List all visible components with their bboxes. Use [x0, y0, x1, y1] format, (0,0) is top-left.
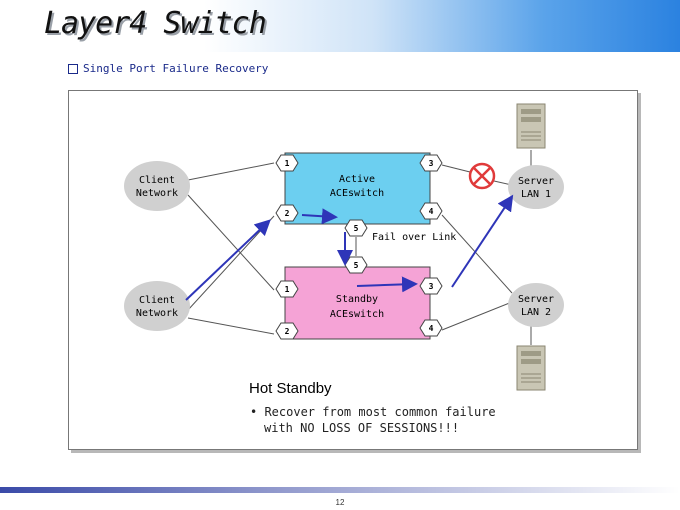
server-tower-icon: [516, 103, 546, 149]
standby-switch-label-line1: Standby: [336, 294, 378, 305]
port-standby-3: 3: [419, 277, 443, 295]
link-client2-active2: [187, 215, 275, 311]
link-client1-active1: [187, 162, 275, 181]
link-active4-server2: [441, 214, 513, 294]
subtitle: Single Port Failure Recovery: [68, 62, 268, 75]
port-standby-2: 2: [275, 322, 299, 340]
arrow-standby-to-port3: [356, 276, 418, 293]
footer-band: [0, 487, 680, 493]
header-band: [0, 0, 680, 52]
active-switch-box: [284, 152, 431, 225]
port-active-2-label: 2: [285, 209, 290, 218]
port-active-1: 1: [275, 154, 299, 172]
slide-title: Layer4 Switch: [44, 6, 267, 41]
port-active-3-label: 3: [429, 159, 434, 168]
client2-label-line2: Network: [136, 308, 178, 319]
port-standby-1-label: 1: [285, 285, 290, 294]
client-network-1: [124, 161, 190, 211]
arrow-port3-to-server1: [451, 194, 514, 288]
arrow-client-to-active: [185, 219, 271, 301]
port-standby-4: 4: [419, 319, 443, 337]
port-active-1-label: 1: [285, 159, 290, 168]
traffic-arrows: [185, 194, 514, 301]
note-bullet-line1: • Recover from most common failure: [250, 405, 496, 419]
link-client1-standby1: [187, 194, 275, 291]
note-title: Hot Standby: [249, 380, 332, 397]
checkbox-bullet-icon: [68, 63, 78, 74]
server-lan-1: [508, 165, 564, 209]
active-switch-label-line1: Active: [339, 174, 375, 185]
standby-switch-label-line2: ACEswitch: [330, 309, 384, 320]
port-active-4: 4: [419, 202, 443, 220]
port-standby-3-label: 3: [429, 282, 434, 291]
port-active-2: 2: [275, 204, 299, 222]
server1-label-line1: Server: [518, 176, 554, 187]
port-standby-5: 5: [344, 256, 368, 274]
port-standby-4-label: 4: [429, 324, 434, 333]
link-failure-icon: [468, 162, 496, 190]
port-active-3: 3: [419, 154, 443, 172]
link-standby4-server2: [441, 301, 513, 331]
client1-label-line2: Network: [136, 188, 178, 199]
server2-label-line1: Server: [518, 294, 554, 305]
client2-label-line1: Client: [139, 295, 175, 306]
server1-label-line2: LAN 1: [521, 189, 551, 200]
active-switch-label-line2: ACEswitch: [330, 188, 384, 199]
port-active-5-label: 5: [354, 224, 359, 233]
arrow-active-to-port5: [301, 208, 338, 225]
server-lan-2: [508, 283, 564, 327]
subtitle-text: Single Port Failure Recovery: [83, 62, 269, 75]
note-bullet-line2: with NO LOSS OF SESSIONS!!!: [264, 421, 459, 435]
port-standby-1: 1: [275, 280, 299, 298]
link-active3-failed: [441, 164, 471, 173]
server-tower-icon: [516, 345, 546, 391]
page-number: 12: [335, 498, 345, 507]
client1-label-line1: Client: [139, 175, 175, 186]
client-network-2: [124, 281, 190, 331]
failover-link-label: Fail over Link: [372, 232, 456, 243]
port-active-4-label: 4: [429, 207, 434, 216]
port-standby-5-label: 5: [354, 261, 359, 270]
port-standby-2-label: 2: [285, 327, 290, 336]
server2-label-line2: LAN 2: [521, 307, 551, 318]
port-active-5: 5: [344, 219, 368, 237]
link-client2-standby2: [187, 317, 275, 335]
